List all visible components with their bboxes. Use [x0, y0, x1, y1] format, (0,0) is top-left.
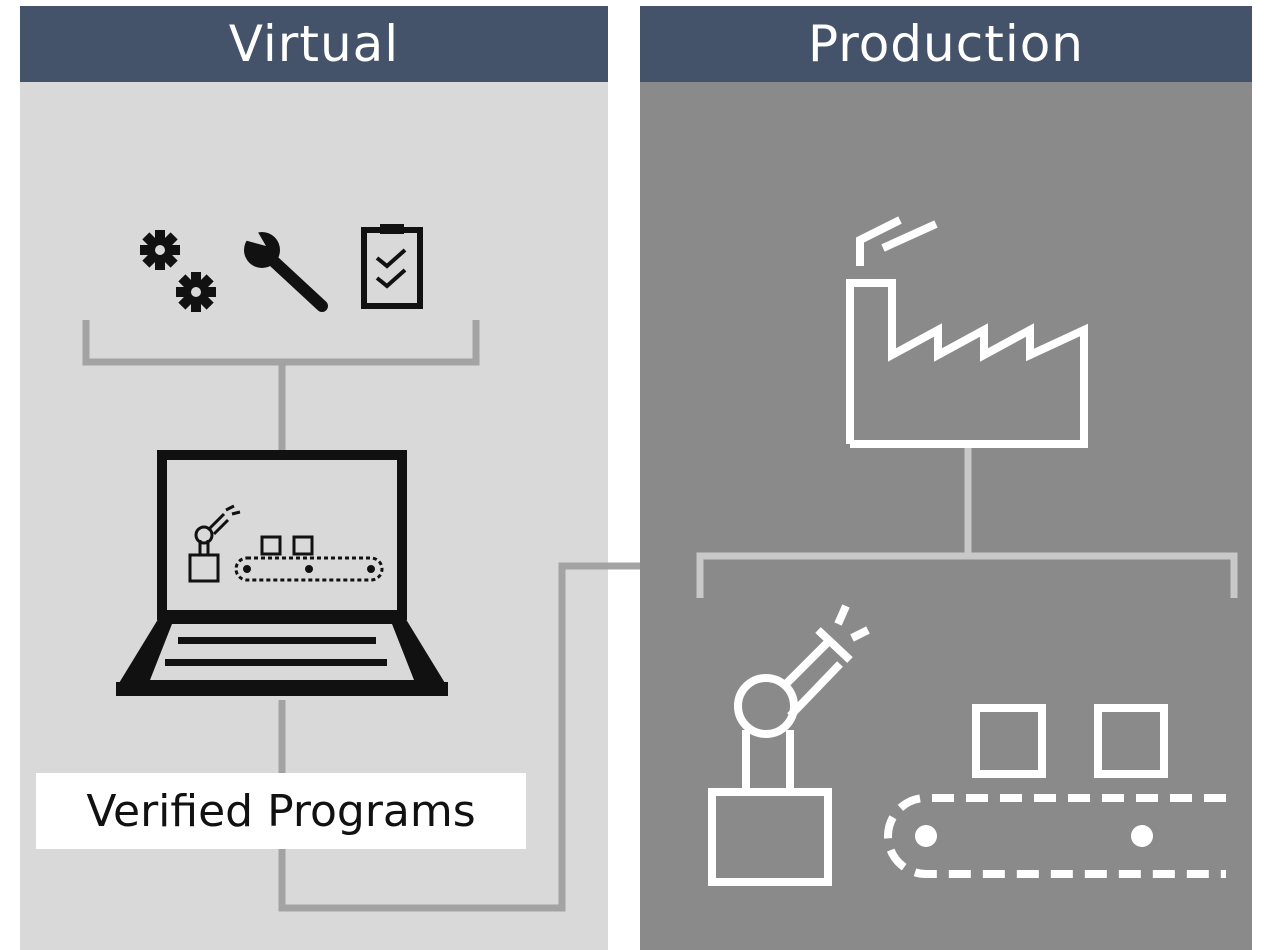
virtual-header: Virtual: [20, 6, 608, 82]
laptop-icon: [116, 450, 448, 696]
tools-bracket: [82, 320, 480, 366]
robot-arm-icon: [708, 604, 870, 886]
factory-icon: [846, 216, 1088, 448]
mini-robot-icon: [188, 504, 241, 583]
production-connectors: [696, 448, 1238, 598]
checklist-icon: [361, 224, 423, 309]
production-header: Production: [640, 6, 1252, 82]
production-bracket: [696, 552, 1238, 598]
mini-conveyor-icon: [234, 535, 384, 582]
verified-programs-label: Verified Programs: [36, 773, 526, 849]
conveyor-icon: [884, 704, 1226, 878]
gears-icon: [140, 230, 216, 312]
wrench-icon: [244, 222, 328, 312]
